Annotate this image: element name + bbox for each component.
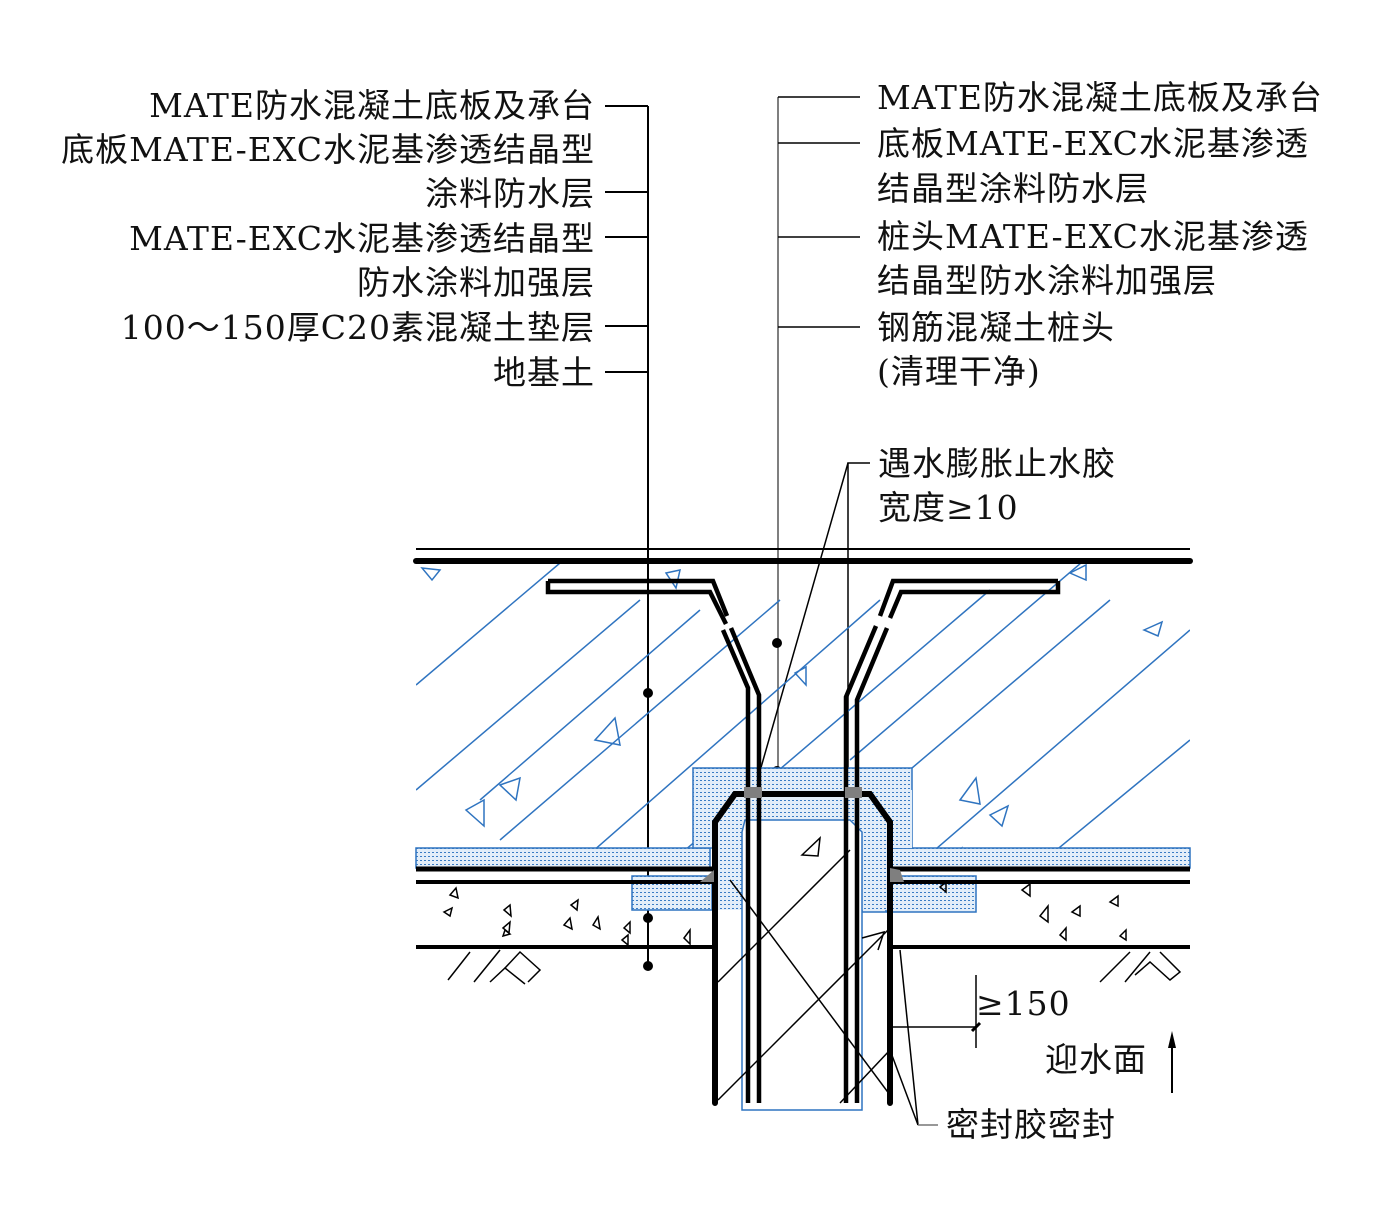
right-label-coating-1: 底板MATE-EXC水泥基渗透 (877, 124, 1309, 163)
swelling-glue-label: 遇水膨胀止水胶 (878, 444, 1116, 483)
left-label-coating-1: 底板MATE-EXC水泥基渗透结晶型 (61, 130, 595, 169)
cushion-layer-lines (416, 866, 1190, 949)
left-label-reinforce-1: MATE-EXC水泥基渗透结晶型 (129, 219, 595, 258)
water-face-arrow (1168, 1031, 1176, 1093)
slab-top-lines (413, 548, 1193, 564)
dimension-150 (890, 975, 982, 1048)
right-label-slab: MATE防水混凝土底板及承台 (877, 78, 1323, 117)
right-leader-lines (777, 96, 860, 840)
swelling-glue-width-label: 宽度≥10 (878, 488, 1019, 527)
rebar-left (545, 578, 762, 1103)
right-label-clean: (清理干净) (877, 352, 1041, 391)
left-label-cushion: 100～150厚C20素混凝土垫层 (120, 308, 595, 347)
left-label-coating-2: 涂料防水层 (425, 174, 595, 213)
right-label-pile-head: 钢筋混凝土桩头 (877, 308, 1115, 347)
swelling-glue-leader (753, 462, 870, 793)
ground-soil-hatch (447, 949, 1182, 985)
dimension-label: ≥150 (976, 984, 1071, 1023)
sealant-label: 密封胶密封 (946, 1105, 1116, 1144)
left-label-slab: MATE防水混凝土底板及承台 (149, 86, 595, 125)
water-face-label: 迎水面 (1045, 1040, 1147, 1079)
pile-head-interior (741, 819, 863, 1111)
right-label-coating-2: 结晶型涂料防水层 (877, 169, 1149, 208)
left-label-reinforce-2: 防水涂料加强层 (357, 263, 595, 302)
left-label-foundation-soil: 地基土 (493, 353, 595, 392)
right-label-pile-reinforce-2: 结晶型防水涂料加强层 (877, 261, 1217, 300)
cushion-aggregate (442, 880, 1127, 947)
rebar-right (843, 578, 1061, 1103)
right-label-pile-reinforce-1: 桩头MATE-EXC水泥基渗透 (877, 217, 1309, 256)
swelling-sealant-blocks (700, 787, 904, 882)
left-leader-lines (605, 105, 649, 970)
pile-break-lines (717, 836, 891, 1104)
sealant-leader (889, 949, 938, 1126)
